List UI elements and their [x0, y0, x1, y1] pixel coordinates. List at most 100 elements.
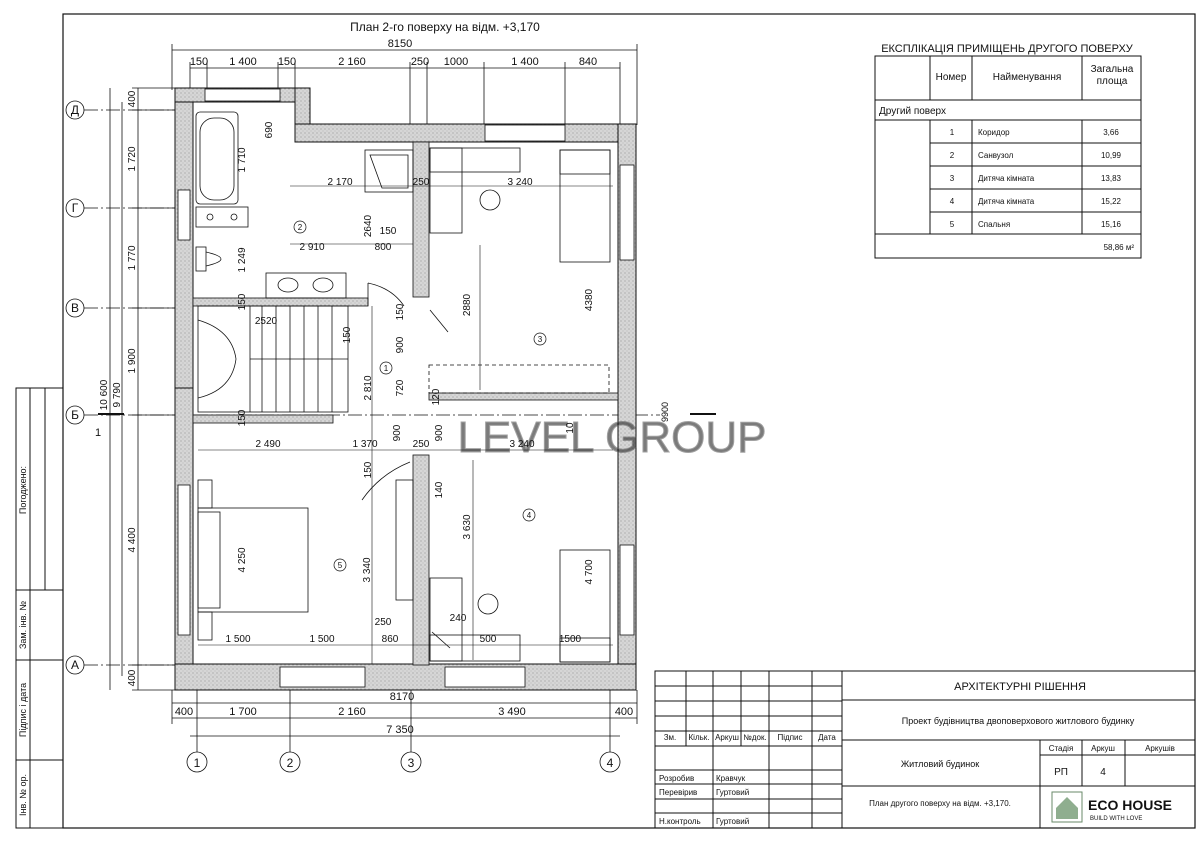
- interior-walls: [192, 141, 619, 666]
- left-dim: 400: [127, 669, 138, 686]
- room-name-cell: Санвузол: [978, 151, 1014, 160]
- dim-overall-bottom: 8170: [390, 691, 414, 703]
- dim-overall-bottom-2: 7 350: [386, 724, 414, 736]
- left-dim-chain: 400 1 720 1 770 1 900 4 400 400 10 600 9…: [99, 90, 138, 686]
- stamp-stage-header: Стадія: [1049, 744, 1074, 753]
- dim: 150: [395, 303, 406, 320]
- dim: 3 630: [462, 514, 473, 539]
- room-num-cell: 3: [950, 174, 955, 183]
- dim: 800: [375, 242, 392, 253]
- axis-row-label: А: [71, 658, 79, 672]
- dim: 4380: [584, 288, 595, 311]
- stamp-role: Н.контроль: [659, 817, 701, 826]
- room-number: 5: [338, 561, 343, 570]
- dim: 1500: [559, 634, 582, 645]
- logo-tagline: BUILD WITH LOVE: [1090, 816, 1142, 822]
- top-dim: 840: [579, 56, 597, 68]
- side-label: Підпис і дата: [18, 683, 28, 737]
- bottom-dimension-lines: [171, 690, 638, 752]
- room-area-cell: 10,99: [1101, 151, 1122, 160]
- bottom-dim-chain: 400 1 700 2 160 3 490 400: [175, 706, 633, 718]
- stamp-col-header: Кільк.: [689, 733, 710, 742]
- row-axes: [65, 100, 660, 675]
- room-name-cell: Спальня: [978, 220, 1010, 229]
- dim: 1 710: [237, 147, 248, 172]
- bottom-dim: 3 490: [498, 706, 526, 718]
- column-axes: [186, 751, 621, 773]
- dim: 150: [237, 409, 248, 426]
- explication-section: Другий поверх: [879, 106, 946, 117]
- dim-overall-top: 8150: [388, 38, 412, 50]
- dim: 250: [413, 439, 430, 450]
- axis-col-label: 1: [194, 756, 201, 770]
- room-area-cell: 15,16: [1101, 220, 1122, 229]
- dim: 900: [434, 424, 445, 441]
- top-dimension-lines: [171, 44, 638, 128]
- side-label: Зам. інв. №: [18, 601, 28, 649]
- interior-dims: 690 1 710 2 170 250 3 240 2640 150 2 910…: [225, 121, 595, 645]
- dim: 690: [264, 121, 275, 138]
- dim: 860: [382, 634, 399, 645]
- stamp-drawing: План другого поверху на відм. +3,170.: [869, 799, 1011, 808]
- explication-header: Загальна площа: [1090, 64, 1134, 87]
- dim: 150: [237, 293, 248, 310]
- side-labels: Погоджено: Зам. інв. № Підпис і дата Інв…: [18, 466, 28, 816]
- room-number: 1: [384, 364, 389, 373]
- stamp-sheet: 4: [1100, 767, 1106, 778]
- windows: [177, 88, 635, 688]
- room-number: 4: [527, 511, 532, 520]
- explication-header: Номер: [936, 72, 967, 83]
- fixtures: [195, 111, 611, 663]
- axis-row-label: В: [71, 301, 79, 315]
- dim: 3 240: [507, 177, 532, 188]
- stamp-person: Гуртовий: [716, 817, 749, 826]
- dim: 720: [395, 379, 406, 396]
- side-label: Погоджено:: [18, 466, 28, 514]
- left-dim: 4 400: [127, 527, 138, 552]
- logo-text: ECO HOUSE: [1088, 797, 1172, 813]
- stamp-object: Житловий будинок: [901, 759, 979, 769]
- top-dim-chain: 150 1 400 150 2 160 250 1000 1 400 840: [190, 56, 597, 68]
- stamp-stage-header: Аркушів: [1145, 744, 1175, 753]
- stamp-person: Кравчук: [716, 774, 746, 783]
- stamp-project: Проект будівництва двоповерхового житлов…: [902, 716, 1135, 726]
- dim: 4 250: [237, 547, 248, 572]
- room-number: 3: [538, 335, 543, 344]
- room-name-cell: Дитяча кімната: [978, 197, 1035, 206]
- explication-title: ЕКСПЛІКАЦІЯ ПРИМІЩЕНЬ ДРУГОГО ПОВЕРХУ: [881, 43, 1134, 55]
- room-area-cell: 3,66: [1103, 128, 1119, 137]
- dim: 2880: [462, 293, 473, 316]
- dim-overall-right: 9900: [660, 402, 670, 422]
- stamp-role: Перевірив: [659, 788, 697, 797]
- stamp-col-header: Зм.: [664, 733, 677, 742]
- watermark: LEVEL GROUP: [458, 413, 767, 462]
- dim: 2 170: [327, 177, 352, 188]
- bottom-dim: 2 160: [338, 706, 366, 718]
- stamp-col-header: Аркуш: [715, 733, 739, 742]
- explication-total: 58,86 м²: [1104, 243, 1135, 252]
- axis-row-label: Г: [72, 201, 79, 215]
- dim: 1 370: [352, 439, 377, 450]
- stamp-role: Розробив: [659, 774, 694, 783]
- room-area-cell: 15,22: [1101, 197, 1122, 206]
- dim: 3 340: [362, 557, 373, 582]
- axis-row-label: Б: [71, 408, 79, 422]
- bottom-dim: 1 700: [229, 706, 257, 718]
- dim: 150: [380, 226, 397, 237]
- dim: 2 490: [255, 439, 280, 450]
- top-dim: 250: [411, 56, 429, 68]
- room-name-cell: Дитяча кімната: [978, 174, 1035, 183]
- top-dim: 1 400: [229, 56, 257, 68]
- stamp-stage: РП: [1054, 767, 1068, 778]
- left-dim: 1 720: [127, 146, 138, 171]
- left-dim-overall: 10 600: [99, 379, 110, 410]
- dim: 1 249: [237, 247, 248, 272]
- top-dim: 1 400: [511, 56, 539, 68]
- stamp-section-title: АРХІТЕКТУРНІ РІШЕННЯ: [954, 681, 1086, 693]
- dim: 150: [342, 326, 353, 343]
- dim: 1 500: [225, 634, 250, 645]
- room-area-cell: 13,83: [1101, 174, 1122, 183]
- dim: 140: [434, 481, 445, 498]
- dim: 2 810: [363, 375, 374, 400]
